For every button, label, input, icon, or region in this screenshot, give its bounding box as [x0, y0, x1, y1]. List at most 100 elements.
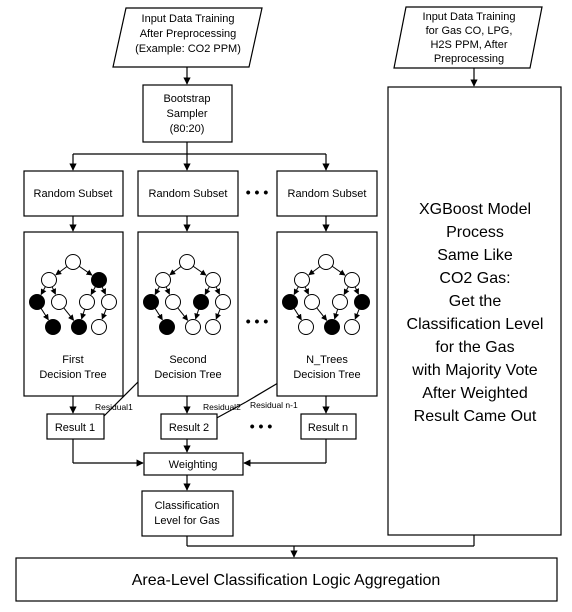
- xgboost-line: Process: [446, 224, 504, 241]
- tree-edge: [316, 307, 328, 321]
- tree-node: [354, 294, 370, 310]
- tree-label: N_Trees: [306, 354, 348, 366]
- tree-node: [155, 272, 171, 288]
- input-left-node: Input Data Training After Preprocessing …: [112, 7, 263, 68]
- tree-node: [51, 294, 67, 310]
- tree-node: [205, 319, 221, 335]
- tree-edge: [55, 266, 68, 276]
- tree-node: [344, 319, 360, 335]
- aggregation-node: Area-Level Classification Logic Aggregat…: [15, 557, 558, 602]
- result-node: Result n: [300, 413, 357, 440]
- tree-node: [332, 294, 348, 310]
- tree-edge: [40, 308, 49, 321]
- tree-edge: [169, 266, 182, 276]
- bootstrap-line: Sampler: [167, 108, 208, 120]
- bootstrap-line: Bootstrap: [163, 93, 210, 105]
- bootstrap-sampler-node: Bootstrap Sampler (80:20): [142, 84, 233, 143]
- tree-node: [294, 272, 310, 288]
- xgboost-line: After Weighted: [422, 385, 528, 402]
- tree-node: [165, 294, 181, 310]
- result-label: Result 2: [169, 422, 209, 434]
- input-left-line: Input Data Training: [142, 13, 235, 25]
- input-right-node: Input Data Training for Gas CO, LPG, H2S…: [393, 6, 543, 69]
- result-node: Result 2: [160, 413, 218, 440]
- xgboost-line: Result Came Out: [414, 408, 537, 425]
- tree-label: Decision Tree: [154, 369, 221, 381]
- tree-node: [159, 319, 175, 335]
- tree-edge: [354, 308, 360, 320]
- residual-label: Residual n-1: [250, 400, 298, 410]
- tree-edge: [215, 308, 221, 320]
- tree-edge: [214, 286, 220, 295]
- bootstrap-line: (80:20): [170, 123, 205, 135]
- input-right-line: Input Data Training: [423, 11, 516, 23]
- residual-label: Residual1: [95, 402, 133, 412]
- xgboost-line: CO2 Gas:: [439, 270, 510, 287]
- tree-node: [41, 272, 57, 288]
- tree-node: [324, 319, 340, 335]
- result-node: Result 1: [46, 413, 105, 440]
- tree-node: [91, 319, 107, 335]
- tree-node: [215, 294, 231, 310]
- tree-edge: [333, 308, 340, 320]
- classification-node: Classification Level for Gas: [141, 490, 234, 537]
- connectors: [69, 67, 478, 558]
- tree-label: Decision Tree: [39, 369, 106, 381]
- input-right-line: Preprocessing: [434, 53, 504, 65]
- random-subset-node: Random Subset: [276, 170, 378, 217]
- ellipsis-results: • • •: [250, 418, 273, 434]
- tree-node: [91, 272, 107, 288]
- tree-node: [318, 254, 334, 270]
- xgboost-line: XGBoost Model: [419, 201, 531, 218]
- xgboost-line: Get the: [449, 293, 502, 310]
- tree-edge: [78, 265, 93, 276]
- ellipsis-subsets: • • •: [246, 184, 269, 200]
- xgboost-line: with Majority Vote: [411, 362, 537, 379]
- tree-node: [29, 294, 45, 310]
- tree-edge: [164, 286, 170, 295]
- xgboost-line: Classification Level: [407, 316, 544, 333]
- tree-node: [344, 272, 360, 288]
- tree-node: [298, 319, 314, 335]
- random-subset-label: Random Subset: [149, 188, 228, 200]
- tree-box: Second Decision Tree: [137, 231, 239, 397]
- tree-label: First: [62, 354, 83, 366]
- tree-edge: [80, 308, 87, 320]
- random-subset-label: Random Subset: [288, 188, 367, 200]
- tree-edge: [40, 286, 47, 296]
- result-label: Result n: [308, 422, 348, 434]
- tree-edge: [154, 308, 163, 321]
- tree-box: First Decision Tree: [23, 231, 124, 397]
- tree-edge: [293, 308, 302, 321]
- decision-tree-icon: [29, 254, 117, 335]
- random-subset-node: Random Subset: [137, 170, 239, 217]
- weighting-label: Weighting: [169, 459, 218, 471]
- input-left-line: After Preprocessing: [140, 28, 237, 40]
- tree-label: Second: [169, 354, 206, 366]
- tree-edge: [204, 286, 211, 296]
- tree-edge: [353, 286, 359, 295]
- tree-node: [185, 319, 201, 335]
- xgboost-node: XGBoost Model Process Same Like CO2 Gas:…: [387, 86, 562, 536]
- aggregation-label: Area-Level Classification Logic Aggregat…: [132, 572, 441, 589]
- tree-edge: [100, 286, 106, 295]
- classification-line: Level for Gas: [154, 515, 220, 527]
- tree-edge: [177, 307, 189, 321]
- tree-edge: [63, 307, 75, 321]
- tree-edge: [343, 286, 350, 296]
- tree-edge: [192, 265, 207, 276]
- tree-edge: [303, 286, 309, 295]
- tree-node: [304, 294, 320, 310]
- weighting-node: Weighting: [143, 452, 244, 476]
- tree-node: [193, 294, 209, 310]
- input-right-line: for Gas CO, LPG,: [426, 25, 513, 37]
- tree-node: [101, 294, 117, 310]
- tree-node: [179, 254, 195, 270]
- tree-label: Decision Tree: [293, 369, 360, 381]
- classification-line: Classification: [155, 500, 220, 512]
- input-left-line: (Example: CO2 PPM): [135, 43, 241, 55]
- tree-edge: [90, 286, 97, 296]
- tree-node: [71, 319, 87, 335]
- decision-tree-icon: [282, 254, 370, 335]
